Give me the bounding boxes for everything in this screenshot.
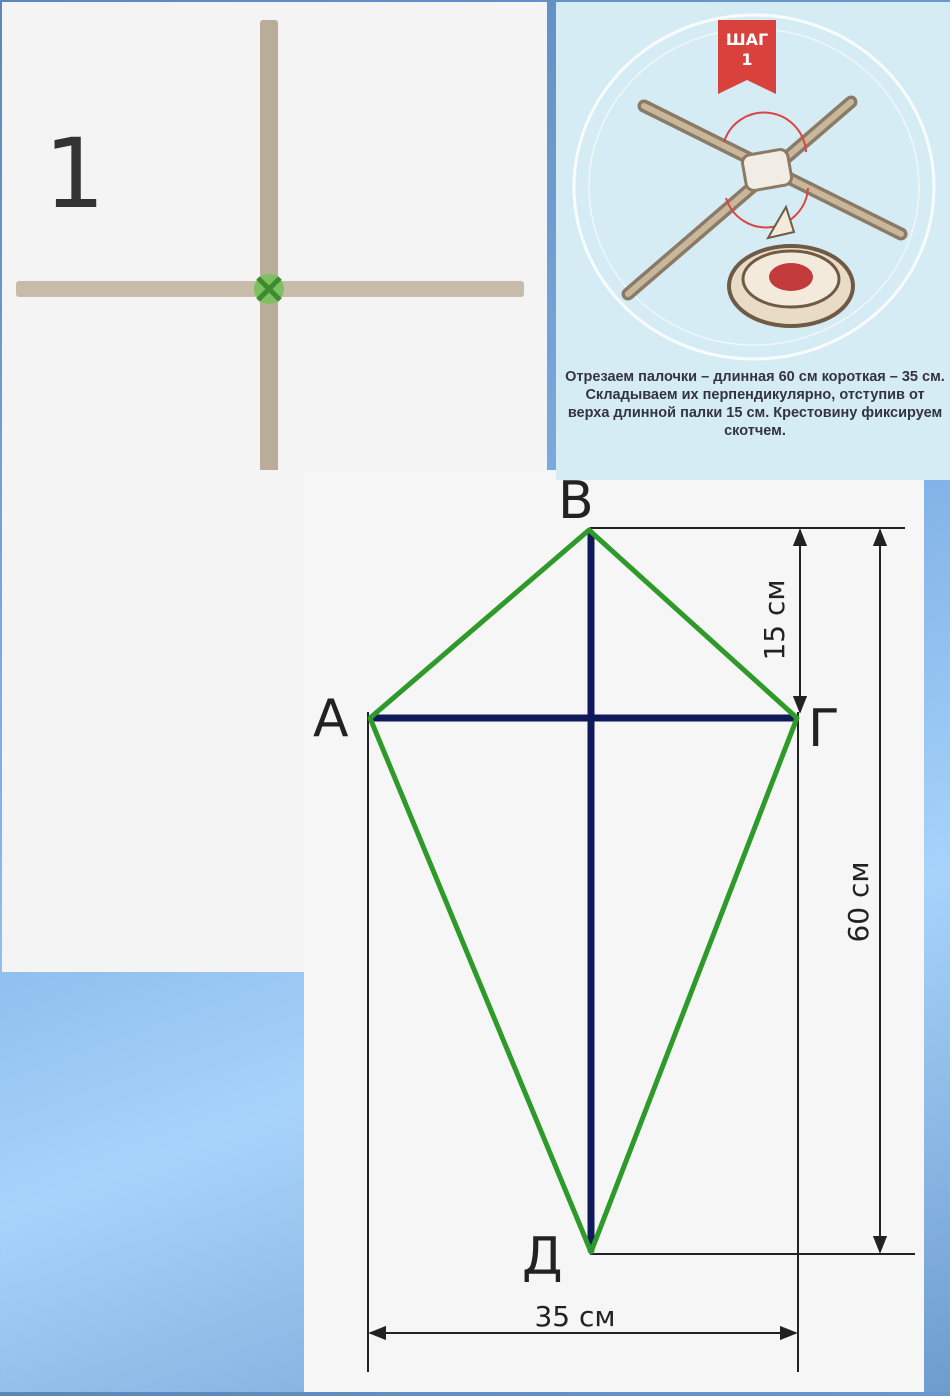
width-dimension-label: 35 см — [534, 1300, 615, 1333]
binding-knot-icon — [254, 274, 284, 304]
label-left: А — [313, 689, 349, 749]
step-card: ШАГ 1 Отрезаем палочки – длинная 60 см к… — [556, 2, 950, 480]
step-badge: ШАГ 1 — [718, 20, 776, 94]
step-badge-word: ШАГ — [726, 30, 768, 49]
length-dimension-label: 60 см — [842, 861, 875, 942]
step-number: 1 — [44, 118, 105, 230]
label-top: В — [558, 471, 594, 531]
label-right: Г — [808, 699, 840, 759]
offset-dimension-label: 15 см — [758, 579, 791, 660]
cross-panel-extension — [2, 470, 304, 972]
kite-outline — [367, 527, 800, 1255]
kite-diagram: В А Г Д 15 см 60 см 35 см — [313, 471, 915, 1372]
tape-roll-icon — [727, 204, 855, 328]
dimension-lines — [367, 527, 915, 1372]
label-bottom: Д — [522, 1227, 563, 1287]
step-badge-number: 1 — [741, 50, 752, 69]
kite-sticks — [370, 529, 799, 1254]
step-caption: Отрезаем палочки – длинная 60 см коротка… — [565, 369, 945, 439]
crossed-sticks-icon — [621, 95, 908, 301]
step-illustration: ШАГ 1 — [572, 13, 936, 361]
kite-diagram-panel: В А Г Д 15 см 60 см 35 см — [304, 470, 924, 1392]
